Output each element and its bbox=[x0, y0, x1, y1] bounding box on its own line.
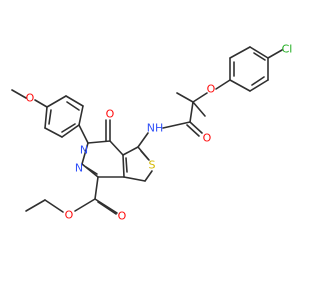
atom-label-nitrogen: N bbox=[75, 162, 83, 175]
bond bbox=[61, 123, 76, 133]
bond bbox=[192, 92, 208, 103]
bond bbox=[122, 154, 125, 178]
bond bbox=[215, 79, 231, 90]
bond bbox=[78, 105, 84, 126]
bond bbox=[229, 46, 251, 59]
bond bbox=[11, 89, 27, 99]
structure-svg: O Cl NH O O N O S N O O bbox=[11, 43, 293, 223]
bond bbox=[74, 198, 96, 212]
atom-label-oxygen: O bbox=[65, 209, 74, 222]
bond bbox=[109, 140, 124, 156]
bond bbox=[122, 146, 139, 156]
bond bbox=[137, 132, 149, 148]
bond bbox=[61, 124, 80, 138]
atom-labels: O Cl NH O O N O S N O O bbox=[26, 43, 293, 223]
bond bbox=[25, 199, 46, 212]
bond bbox=[44, 199, 64, 213]
bond bbox=[249, 79, 269, 92]
bond bbox=[186, 124, 200, 137]
bond bbox=[144, 170, 153, 182]
atom-label-nitrogen: N bbox=[80, 144, 88, 157]
bond bbox=[97, 201, 117, 215]
atom-label-sulfur: S bbox=[149, 159, 156, 172]
bond bbox=[65, 95, 84, 107]
bond bbox=[162, 121, 191, 129]
bond bbox=[78, 124, 89, 144]
bond bbox=[81, 142, 89, 165]
molecule-diagram: O Cl NH O O N O S N O O bbox=[11, 43, 293, 223]
atom-label-oxygen: O bbox=[118, 210, 127, 223]
bond bbox=[229, 79, 251, 92]
atom-label-oxygen: O bbox=[106, 108, 115, 121]
bond bbox=[85, 166, 98, 175]
bond bbox=[48, 109, 52, 125]
atom-label-oxygen: O bbox=[26, 92, 35, 105]
bond bbox=[34, 99, 48, 108]
bond bbox=[267, 49, 283, 59]
bond bbox=[125, 157, 128, 173]
atom-label-chlorine: Cl bbox=[282, 43, 293, 56]
bond bbox=[123, 176, 146, 182]
atom-label-oxygen: O bbox=[207, 83, 216, 96]
bond bbox=[94, 198, 118, 214]
bond bbox=[94, 176, 99, 200]
bond bbox=[81, 163, 99, 178]
atom-label-oxygen: O bbox=[203, 132, 212, 145]
bond bbox=[44, 106, 48, 129]
bond bbox=[249, 46, 269, 59]
bonds bbox=[11, 46, 283, 215]
bond bbox=[192, 101, 206, 117]
bond bbox=[140, 150, 149, 160]
bond bbox=[46, 95, 67, 108]
bond bbox=[189, 121, 203, 134]
atom-label-amine: NH bbox=[147, 122, 164, 135]
bond bbox=[176, 92, 194, 103]
bond bbox=[253, 52, 266, 61]
bond bbox=[44, 127, 63, 138]
bond bbox=[251, 76, 265, 86]
bond bbox=[189, 101, 194, 123]
bond bbox=[66, 101, 80, 111]
